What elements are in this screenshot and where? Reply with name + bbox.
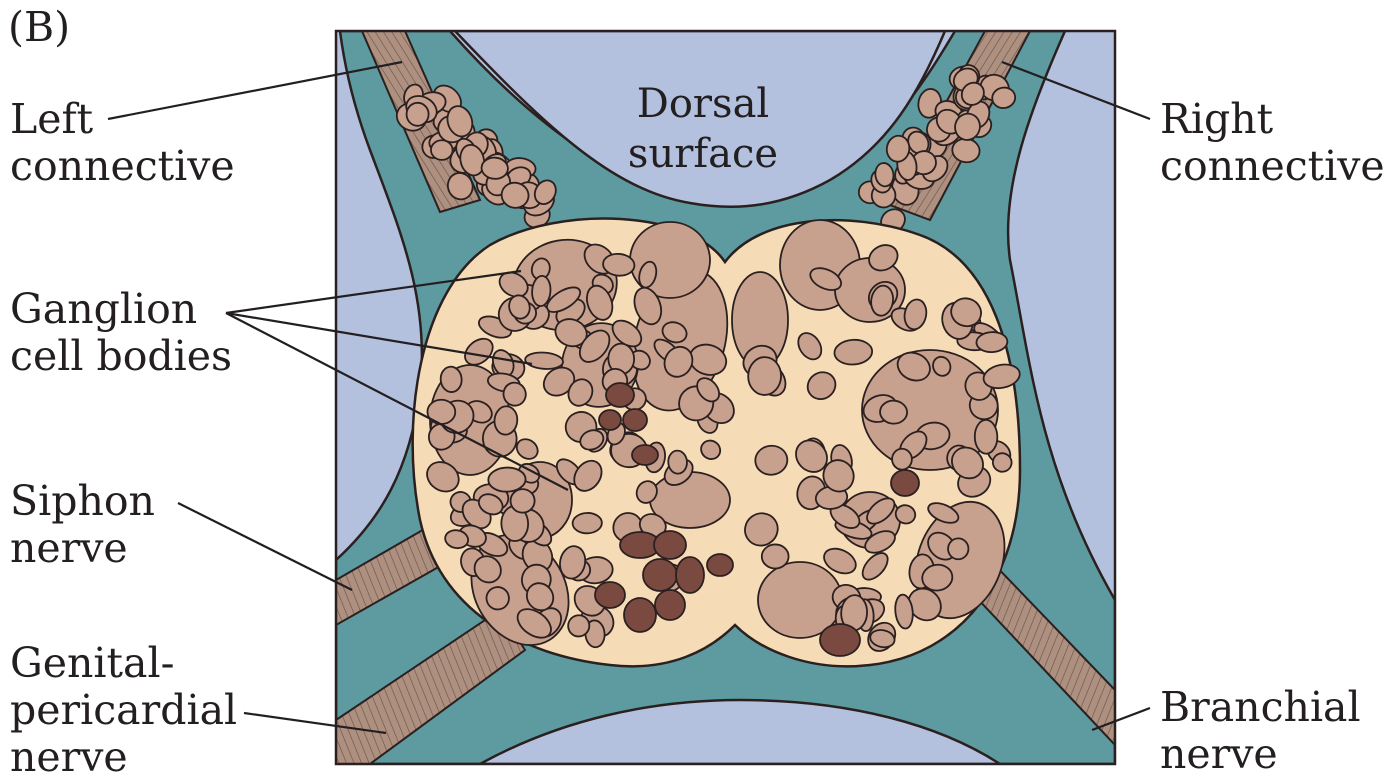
ganglion-cell [948, 538, 969, 560]
dark-ganglion-cell [820, 624, 860, 656]
label-dorsal-surface-line1: Dorsal [637, 81, 769, 127]
ganglion-cell [667, 450, 687, 474]
dark-ganglion-cell [606, 383, 634, 407]
ganglion-cell [892, 448, 912, 470]
dark-ganglion-cell [624, 598, 656, 632]
dark-ganglion-cell [655, 590, 685, 620]
ganglion-cell [762, 544, 789, 568]
ganglion-cell [975, 420, 998, 454]
ganglion-cell [976, 331, 1008, 352]
ganglion-cell [510, 489, 534, 513]
dark-ganglion-cell [707, 554, 733, 576]
dark-ganglion-cell [676, 557, 704, 593]
dark-ganglion-cell [643, 559, 677, 591]
ganglion-cell [879, 400, 907, 425]
dark-ganglion-cell [599, 410, 621, 430]
connective-cell [431, 140, 453, 160]
ganglion-cell [572, 513, 602, 534]
dark-ganglion-cell [595, 582, 625, 608]
dark-ganglion-cell [891, 470, 919, 496]
ganglion-cell [427, 399, 455, 424]
connective-cell [406, 102, 429, 126]
dark-ganglion-cell [654, 531, 686, 559]
leader-siphon-nerve [178, 503, 352, 590]
label-dorsal-surface-line2: surface [628, 131, 778, 177]
dark-ganglion-cell [632, 445, 658, 465]
connective-cell [481, 157, 509, 180]
dark-ganglion-cell [623, 409, 647, 431]
ganglion-cell [748, 356, 782, 395]
